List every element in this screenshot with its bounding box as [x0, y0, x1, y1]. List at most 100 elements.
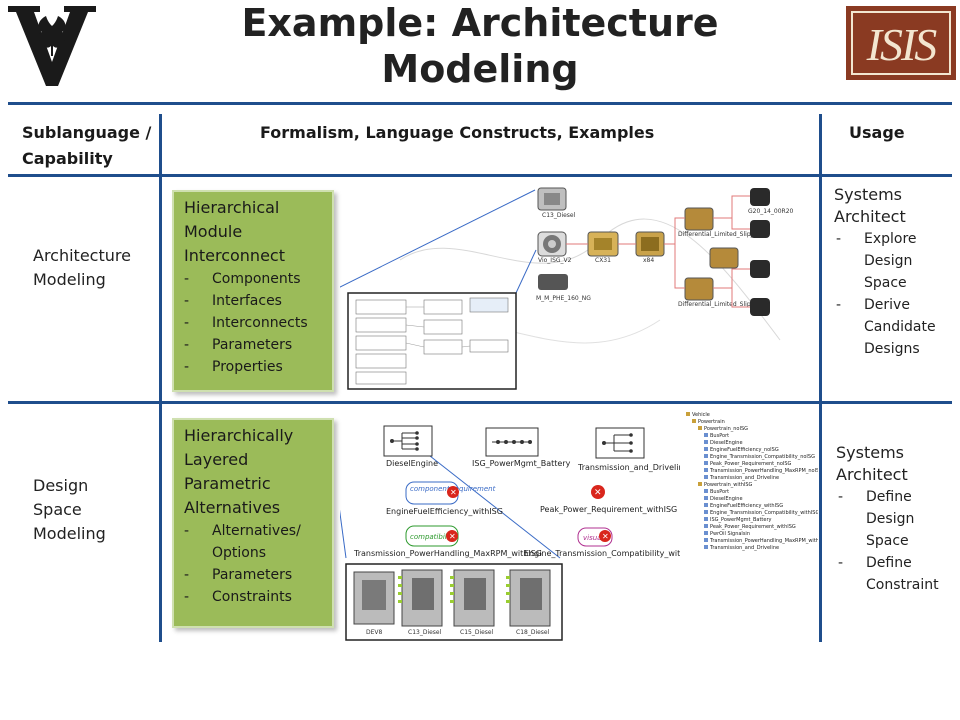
component-differential-bottom-icon: Differential_Limited_Slip [678, 277, 751, 308]
component-transmission-icon: CX31 [587, 231, 619, 264]
tree-node-label: Peak_Power_Requirement_withISG [710, 524, 796, 530]
tree-node-label: Vehicle [692, 412, 710, 418]
tree-node-label: BusPort [710, 489, 729, 495]
svg-text:✕: ✕ [449, 532, 456, 541]
tree-node-label: Engine_Transmission_Compatibility_withIS… [710, 510, 818, 516]
tree-node-label: Powertrain_withISG [704, 482, 753, 488]
tree-node-icon [704, 517, 708, 521]
list-item: Alternatives/ Options [184, 520, 332, 564]
header-usage: Usage [849, 123, 905, 142]
svg-text:ISG_PowerMgmt_Battery: ISG_PowerMgmt_Battery [472, 459, 571, 468]
tree-node-label: Peak_Power_Requirement_noISG [710, 461, 792, 467]
svg-text:Vio_ISG_V2: Vio_ISG_V2 [538, 257, 572, 264]
tree-node-icon [704, 468, 708, 472]
svg-text:CX31: CX31 [595, 257, 611, 264]
isis-logo: ISIS [846, 6, 956, 80]
tree-node-icon [704, 489, 708, 493]
usage-list: Define Design Space Define Constraint [836, 486, 958, 596]
svg-text:Transmission_and_Driveline: Transmission_and_Driveline [577, 463, 680, 472]
tree-node-label: Powertrain [698, 419, 725, 425]
peak-power-constraint: ✕ Peak_Power_Requirement_withISG [540, 485, 677, 514]
tree-node-label: Powertrain_noISG [704, 426, 748, 432]
svg-text:✕: ✕ [450, 488, 457, 497]
header-formalism: Formalism, Language Constructs, Examples [260, 123, 655, 142]
svg-text:G20_14_00R20: G20_14_00R20 [748, 208, 794, 215]
usage-architecture: Systems Architect Explore Design Space D… [834, 184, 958, 360]
list-item: Parameters [184, 334, 332, 356]
capability-design-space-modeling: Design Space Modeling [33, 476, 106, 543]
tree-node-icon [704, 433, 708, 437]
engine-alternatives-inset: DEV8 C13_Diesel C15_Diesel C18_Diesel [345, 563, 563, 641]
formalism-list: Components Interfaces Interconnects Para… [174, 268, 332, 378]
title-divider [8, 102, 952, 105]
formalism-box-architecture: Hierarchical Module Interconnect Compone… [172, 190, 334, 392]
svg-text:C13_Diesel: C13_Diesel [542, 212, 576, 219]
tree-node-label: Transmission_and_Driveline [709, 475, 779, 481]
tree-node-label: EngineFuelEfficiency_noISG [710, 447, 779, 453]
tree-node-label: EngineFuelEfficiency_withISG [710, 503, 783, 509]
architecture-diagram-figure: C13_Diesel Vio_ISG_V2 CX31 x84 Different… [340, 187, 794, 390]
tree-node-icon [704, 440, 708, 444]
page-title: Example: Architecture Modeling [241, 1, 719, 91]
usage-title: Systems Architect [834, 185, 906, 226]
svg-text:DieselEngine: DieselEngine [386, 459, 438, 468]
formalism-box-design-space: Hierarchically Layered Parametric Altern… [172, 418, 334, 628]
svg-text:✕: ✕ [594, 488, 602, 498]
column-divider-left [159, 114, 162, 642]
tree-node-label: DieselEngine [710, 496, 743, 502]
svg-text:C15_Diesel: C15_Diesel [460, 629, 494, 636]
list-item: Derive Candidate Designs [834, 294, 958, 360]
usage-list: Explore Design Space Derive Candidate De… [834, 228, 958, 360]
usage-title: Systems Architect [836, 443, 908, 484]
svg-text:M_M_PHE_160_NG: M_M_PHE_160_NG [536, 295, 591, 302]
tree-node-label: Transmission_PowerHandling_MaxRPM_withIS… [709, 538, 818, 544]
tree-node-icon [704, 503, 708, 507]
transmission-node: Transmission_and_Driveline [577, 427, 680, 472]
component-differential-mid-icon [709, 247, 739, 269]
tree-node-label: PwrOil Signalsin [710, 531, 750, 537]
list-item: Properties [184, 356, 332, 378]
column-divider-right [819, 114, 822, 642]
tree-node-icon [704, 496, 708, 500]
header-row-divider [8, 174, 952, 177]
tree-node-icon [704, 447, 708, 451]
list-item: Explore Design Space [834, 228, 958, 294]
list-item: Define Constraint [836, 552, 958, 596]
svg-text:Transmission_PowerHandling_Max: Transmission_PowerHandling_MaxRPM_withIS… [353, 549, 542, 558]
svg-text:C18_Diesel: C18_Diesel [516, 629, 550, 636]
properties-inset-panel [347, 292, 517, 390]
svg-text:ISIS: ISIS [866, 19, 938, 70]
svg-text:C13_Diesel: C13_Diesel [408, 629, 442, 636]
tree-node-label: Transmission_PowerHandling_MaxRPM_noISG [709, 468, 818, 474]
component-isg-icon: Vio_ISG_V2 [537, 231, 572, 264]
tree-node-label: Transmission_and_Driveline [709, 545, 779, 551]
tree-node-icon [704, 454, 708, 458]
list-item: Interfaces [184, 290, 332, 312]
tree-node-icon [704, 538, 708, 542]
svg-text:compatibility: compatibility [410, 533, 456, 541]
tree-node-label: ISG_PowerMgmt_Battery [710, 517, 772, 523]
svg-text:DEV8: DEV8 [366, 629, 383, 636]
capability-architecture-modeling: Architecture Modeling [33, 246, 131, 289]
tire-icons: G20_14_00R20 [748, 188, 794, 316]
tree-node-icon [704, 545, 708, 549]
tree-node-icon [704, 475, 708, 479]
diesel-engine-node: DieselEngine [383, 425, 438, 468]
list-item: Parameters [184, 564, 332, 586]
usage-design-space: Systems Architect Define Design Space De… [836, 442, 958, 596]
compatibility-constraint: compatibility ✕ Transmission_PowerHandli… [353, 525, 542, 558]
component-differential-top-icon: Differential_Limited_Slip_Type [678, 207, 768, 238]
svg-text:Differential_Limited_Slip: Differential_Limited_Slip [678, 301, 751, 308]
tree-node-icon [704, 461, 708, 465]
component-gearbox-icon: x84 [635, 231, 665, 264]
design-space-diagram-figure: DieselEngine ISG_PowerMgmt_Battery Trans… [340, 425, 680, 641]
component-engine-icon: C13_Diesel [537, 187, 576, 219]
tree-node-label: Engine_Transmission_Compatibility_noISG [710, 454, 815, 460]
svg-text:Differential_Limited_Slip_Type: Differential_Limited_Slip_Type [678, 231, 768, 238]
tree-node-icon [692, 419, 696, 423]
svg-text:x84: x84 [643, 257, 654, 264]
svg-text:Engine_Transmission_Compatibil: Engine_Transmission_Compatibility_withIS… [524, 549, 680, 558]
component-requirement-constraint: component requirement ✕ EngineFuelEffici… [386, 481, 503, 516]
formalism-list: Alternatives/ Options Parameters Constra… [174, 520, 332, 608]
